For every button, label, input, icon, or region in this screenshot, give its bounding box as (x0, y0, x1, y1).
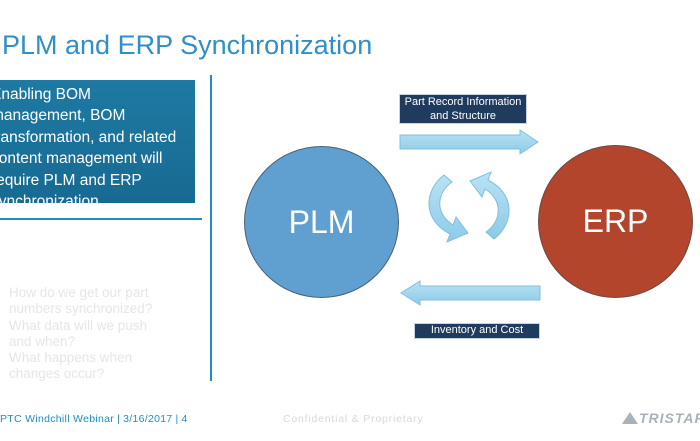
footer: PTC Windchill Webinar|3/16/2017|4 (0, 413, 188, 425)
plm-label: PLM (288, 203, 355, 240)
faint-questions: How do we get our part numbers synchroni… (9, 285, 184, 383)
question-line: How do we get our part (9, 285, 149, 300)
plm-circle: PLM (244, 146, 399, 298)
slide-title: PLM and ERP Synchronization (2, 30, 373, 60)
question-line: What happens when (9, 350, 133, 366)
footer-date: 3/16/2017 (123, 413, 173, 425)
question-line: What data will we push (9, 317, 148, 333)
footer-page: 4 (181, 413, 188, 425)
question-line: and when? (9, 333, 76, 349)
question-line: numbers synchronized? (9, 301, 153, 317)
part-record-line1: Part Record Information (404, 96, 522, 108)
footer-webinar: PTC Windchill Webinar (0, 413, 115, 425)
part-record-label: Part Record Information and Structure (399, 94, 527, 124)
tristar-logo: TRISTAR (622, 410, 700, 426)
tristar-triangle-icon (622, 412, 638, 424)
part-record-line2: and Structure (429, 109, 497, 122)
callout-line: content management will (0, 150, 163, 168)
footer-confidential: Confidential & Proprietary (283, 413, 424, 425)
callout-line: Enabling BOM (0, 86, 91, 103)
question-line: changes occur? (9, 366, 105, 382)
callout-box: Enabling BOM management, BOM transformat… (0, 80, 195, 210)
left-divider (0, 218, 202, 220)
logo-text: TRISTAR (639, 410, 700, 426)
arrow-left-icon (400, 280, 541, 306)
cycle-arrow-right-icon (469, 171, 510, 240)
vertical-divider (210, 75, 212, 381)
arrow-right-icon (399, 129, 539, 155)
callout-line: management, BOM (0, 107, 126, 125)
callout-line: require PLM and ERP (0, 171, 142, 189)
cycle-arrow-left-icon (428, 174, 469, 243)
inventory-cost-label: Inventory and Cost (414, 323, 540, 339)
callout-line: transformation, and related (0, 128, 177, 146)
erp-label: ERP (582, 203, 649, 239)
erp-circle: ERP (538, 145, 693, 298)
callout-line: synchronization (0, 193, 99, 211)
